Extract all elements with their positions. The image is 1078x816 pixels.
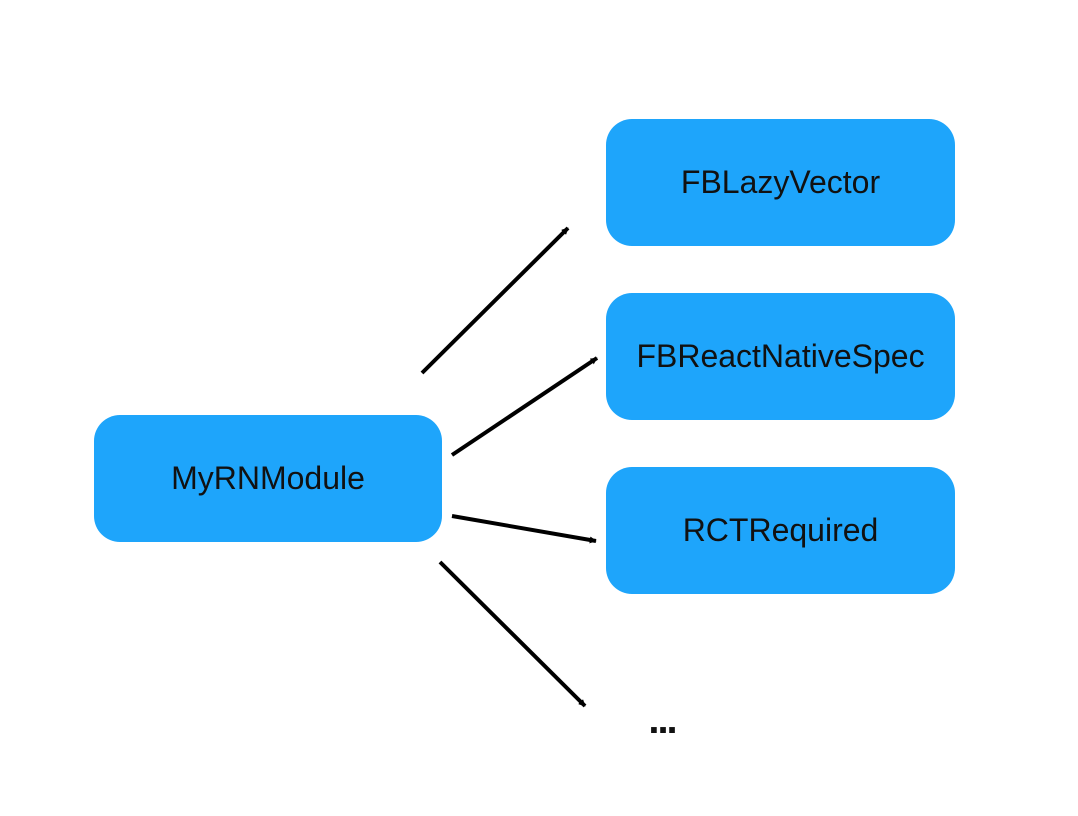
arrow-to-more — [438, 560, 587, 708]
node-myrnmodule: MyRNModule — [94, 415, 442, 542]
arrow-to-fblazyvector — [420, 226, 570, 375]
node-fbreactnativespec: FBReactNativeSpec — [606, 293, 955, 420]
node-label-source: MyRNModule — [171, 460, 365, 496]
arrow-to-rctrequired — [451, 514, 597, 544]
node-label-fbreactnativespec: FBReactNativeSpec — [636, 338, 925, 374]
more-ellipsis: ... — [648, 698, 677, 742]
node-label-fblazyvector: FBLazyVector — [680, 164, 881, 200]
node-rctrequired: RCTRequired — [606, 467, 955, 594]
node-fblazyvector: FBLazyVector — [606, 119, 955, 246]
node-label-rctrequired: RCTRequired — [682, 512, 879, 548]
arrow-to-fbreactnativespec — [450, 356, 599, 457]
